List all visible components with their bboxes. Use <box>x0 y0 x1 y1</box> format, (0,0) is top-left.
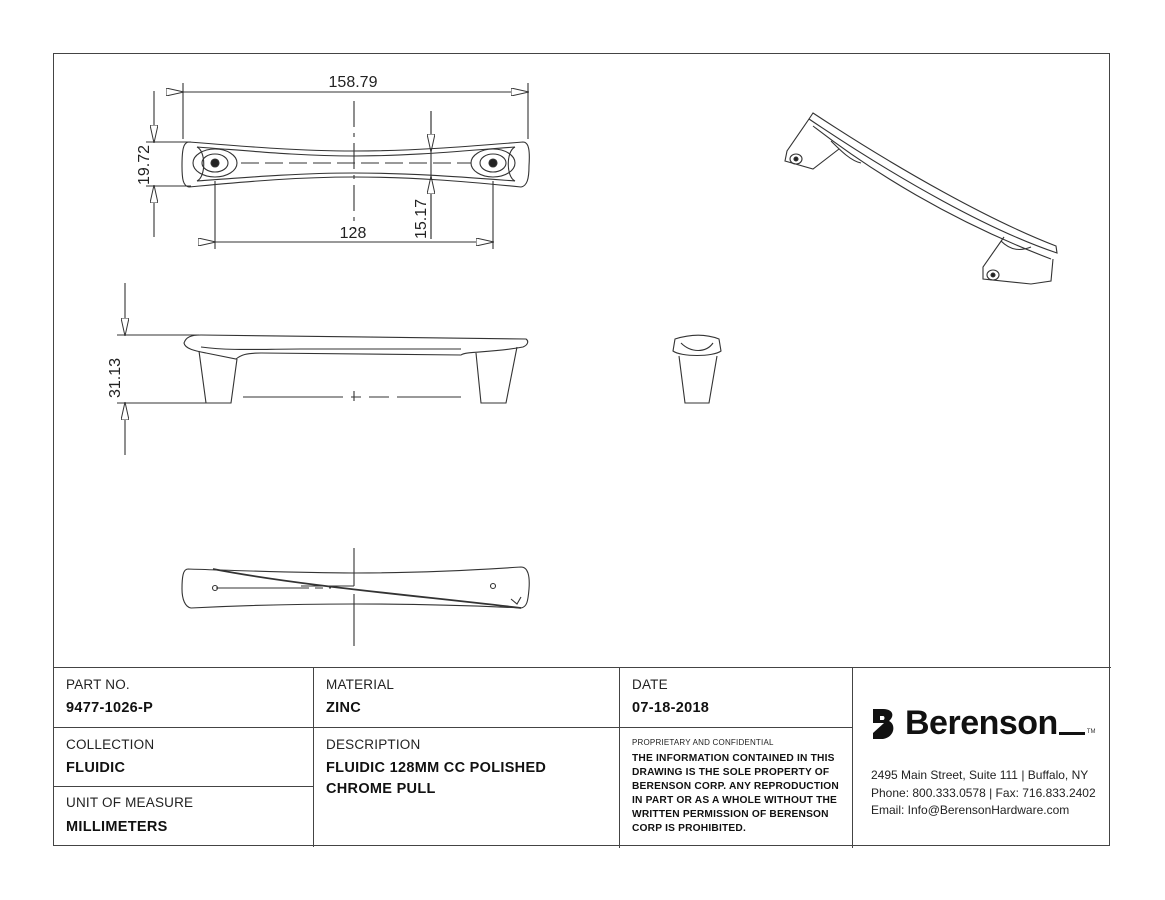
dim-center-to-center: 128 <box>340 225 367 242</box>
side-view: 31.13 <box>107 283 529 455</box>
unit-label: UNIT OF MEASURE <box>66 795 194 810</box>
drawing-sheet: 158.79 128 19.72 15.17 31.13 <box>53 53 1111 848</box>
unit-cell: UNIT OF MEASURE MILLIMETERS <box>54 787 314 847</box>
date-value: 07-18-2018 <box>632 700 710 716</box>
dim-projection: 31.13 <box>107 358 124 398</box>
company-name: Berenson <box>905 704 1058 742</box>
material-cell: MATERIAL ZINC <box>314 668 620 728</box>
description-label: DESCRIPTION <box>326 737 421 752</box>
dim-overall-length: 158.79 <box>329 74 378 91</box>
technical-drawing: 158.79 128 19.72 15.17 31.13 <box>107 74 1058 646</box>
date-label: DATE <box>632 677 668 692</box>
company-cell: Berenson TM 2495 Main Street, Suite 111 … <box>853 668 1109 848</box>
collection-label: COLLECTION <box>66 737 155 752</box>
unit-value: MILLIMETERS <box>66 819 168 835</box>
description-value: FLUIDIC 128MM CC POLISHED CHROME PULL <box>326 760 547 797</box>
description-cell: DESCRIPTION FLUIDIC 128MM CC POLISHED CH… <box>314 728 620 848</box>
collection-cell: COLLECTION FLUIDIC <box>54 728 314 787</box>
company-email-link[interactable]: Email: Info@BerensonHardware.com <box>871 803 1070 817</box>
bottom-view <box>181 548 530 646</box>
trademark: TM <box>1086 729 1096 735</box>
top-view: 158.79 128 19.72 15.17 <box>136 74 530 249</box>
logo-underline <box>1058 732 1085 735</box>
dim-grip-width: 15.17 <box>413 199 430 239</box>
proprietary-notice: THE INFORMATION CONTAINED IN THIS DRAWIN… <box>632 753 839 834</box>
company-address: 2495 Main Street, Suite 111 | Buffalo, N… <box>871 768 1089 782</box>
part-no-value: 9477-1026-P <box>66 700 154 716</box>
collection-value: FLUIDIC <box>66 760 126 776</box>
isometric-view <box>784 112 1058 285</box>
company-logo: Berenson TM <box>871 704 1096 743</box>
dim-height: 19.72 <box>136 145 153 185</box>
material-label: MATERIAL <box>326 677 395 692</box>
end-view <box>672 334 722 404</box>
part-no-label: PART NO. <box>66 677 130 692</box>
proprietary-label: PROPRIETARY AND CONFIDENTIAL <box>632 738 774 747</box>
proprietary-cell: PROPRIETARY AND CONFIDENTIAL THE INFORMA… <box>620 728 853 848</box>
title-block: PART NO. 9477-1026-P COLLECTION FLUIDIC … <box>54 667 1111 848</box>
date-cell: DATE 07-18-2018 <box>620 668 853 728</box>
company-phone-fax: Phone: 800.333.0578 | Fax: 716.833.2402 <box>871 786 1096 800</box>
material-value: ZINC <box>326 700 362 716</box>
berenson-b-logo-icon <box>873 708 894 739</box>
part-no-cell: PART NO. 9477-1026-P <box>54 668 314 728</box>
